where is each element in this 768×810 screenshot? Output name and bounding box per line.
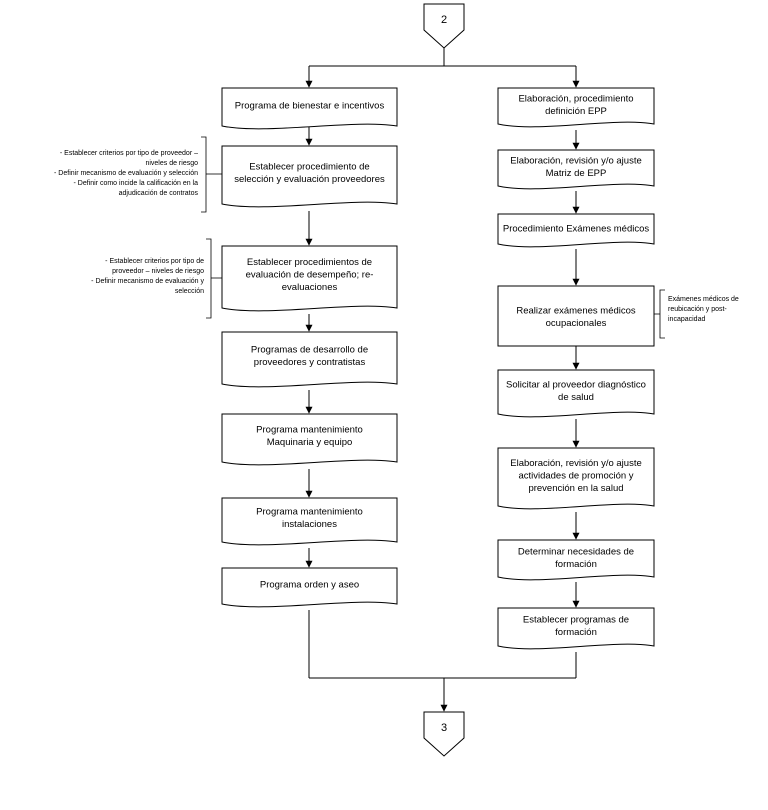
note-line: reubicación y post-: [668, 306, 727, 313]
step-promocion: Elaboración, revisión y/o ajuste activida…: [497, 447, 655, 510]
label-line: Elaboración, procedimiento: [518, 93, 633, 104]
note-line: - Definir como incide la calificación en…: [74, 180, 199, 187]
label-line: evaluaciones: [282, 282, 338, 293]
connector-bottom: 3: [423, 711, 465, 757]
label-line: Elaboración, revisión y/o ajuste: [510, 458, 642, 469]
annotations: - Establecer criterios por tipo de prove…: [54, 136, 739, 339]
step-epp: Elaboración, procedimiento definición EPP: [497, 87, 655, 128]
label-line: Establecer procedimientos de: [247, 257, 372, 268]
left-column: Programa de bienestar e incentivos Estab…: [221, 87, 398, 608]
step-desarrollo: Programas de desarrollo de proveedores y …: [221, 331, 398, 388]
label-line: Realizar exámenes médicos: [516, 305, 636, 316]
step-instalaciones: Programa mantenimiento instalaciones: [221, 497, 398, 546]
label-line: formación: [555, 559, 597, 570]
step-promocion-label: Elaboración, revisión y/o ajuste activida…: [510, 458, 642, 494]
note-line: proveedor – niveles de riesgo: [112, 268, 204, 275]
right-column: Elaboración, procedimiento definición EPP…: [497, 87, 655, 650]
label-line: Programa mantenimiento: [256, 506, 363, 517]
step-orden-label: Programa orden y aseo: [260, 580, 359, 591]
label-line: de salud: [558, 392, 594, 403]
step-seleccion: Establecer procedimiento de selección y e…: [221, 145, 398, 208]
step-diagnostico: Solicitar al proveedor diagnóstico de sal…: [497, 369, 655, 418]
label-line: Programas de desarrollo de: [251, 344, 368, 355]
note-desempeno: - Establecer criterios por tipo de provee…: [91, 238, 222, 319]
step-ocupacionales: Realizar exámenes médicos ocupacionales: [497, 285, 655, 347]
note-line: - Definir mecanismo de evaluación y: [91, 278, 204, 285]
step-desarrollo-label: Programas de desarrollo de proveedores y …: [251, 344, 368, 368]
label-line: actividades de promoción y: [518, 471, 633, 482]
step-necesidades-label: Determinar necesidades de formación: [518, 546, 634, 570]
step-necesidades: Determinar necesidades de formación: [497, 539, 655, 581]
note-line: - Establecer criterios por tipo de: [105, 258, 204, 265]
connector-top: 2: [423, 3, 465, 49]
note-line: incapacidad: [668, 316, 705, 323]
label-line: Solicitar al proveedor diagnóstico: [506, 379, 646, 390]
label-line: ocupacionales: [546, 318, 607, 329]
label-line: Elaboración, revisión y/o ajuste: [510, 155, 642, 166]
label-line: Determinar necesidades de: [518, 546, 634, 557]
step-examenes-label: Procedimiento Exámenes médicos: [503, 224, 650, 235]
note-line: selección: [175, 288, 204, 295]
step-ocupacionales-box: [497, 285, 655, 347]
step-bienestar: Programa de bienestar e incentivos: [221, 87, 398, 130]
label-line: formación: [555, 627, 597, 638]
label-line: Programa mantenimiento: [256, 424, 363, 435]
note-seleccion: - Establecer criterios por tipo de prove…: [54, 136, 222, 213]
note-ocupacionales: Exámenes médicos de reubicación y post-in…: [654, 289, 739, 339]
step-desempeno-label: Establecer procedimientos de evaluación d…: [246, 257, 374, 293]
label-line: prevención en la salud: [528, 483, 623, 494]
step-programas: Establecer programas de formación: [497, 607, 655, 650]
note-line: - Establecer criterios por tipo de prove…: [60, 150, 198, 157]
step-bienestar-label: Programa de bienestar e incentivos: [235, 101, 385, 112]
step-desempeno: Establecer procedimientos de evaluación d…: [221, 245, 398, 312]
label-line: selección y evaluación proveedores: [234, 174, 385, 185]
step-seleccion-label: Establecer procedimiento de selección y e…: [234, 161, 385, 185]
label-line: proveedores y contratistas: [254, 357, 366, 368]
label-line: Establecer programas de: [523, 614, 629, 625]
step-orden: Programa orden y aseo: [221, 567, 398, 608]
note-ocupacionales-text: Exámenes médicos de reubicación y post-in…: [668, 296, 739, 323]
note-line: niveles de riesgo: [145, 160, 198, 167]
step-examenes: Procedimiento Exámenes médicos: [497, 213, 655, 248]
step-instalaciones-label: Programa mantenimiento instalaciones: [256, 506, 363, 530]
step-epp-label: Elaboración, procedimiento definición EPP: [518, 93, 633, 117]
label-line: Programa orden y aseo: [260, 580, 359, 591]
label-line: Establecer procedimiento de: [249, 161, 369, 172]
note-desempeno-text: - Establecer criterios por tipo de provee…: [91, 258, 204, 295]
step-ocupacionales-label: Realizar exámenes médicos ocupacionales: [516, 305, 636, 329]
connector-bottom-label: 3: [441, 722, 447, 734]
note-line: Exámenes médicos de: [668, 296, 739, 303]
connector-lines: [305, 48, 580, 712]
label-line: Programa de bienestar e incentivos: [235, 101, 385, 112]
note-line: - Definir mecanismo de evaluación y sele…: [54, 170, 198, 177]
label-line: Maquinaria y equipo: [267, 437, 353, 448]
label-line: Procedimiento Exámenes médicos: [503, 224, 650, 235]
connector-top-label: 2: [441, 14, 447, 26]
note-line: adjudicación de contratos: [119, 190, 199, 197]
label-line: instalaciones: [282, 519, 337, 530]
label-line: evaluación de desempeño; re-: [246, 270, 374, 281]
label-line: definición EPP: [545, 106, 607, 117]
step-diagnostico-label: Solicitar al proveedor diagnóstico de sal…: [506, 379, 646, 403]
note-seleccion-text: - Establecer criterios por tipo de prove…: [54, 150, 198, 197]
step-programas-label: Establecer programas de formación: [523, 614, 629, 638]
label-line: Matriz de EPP: [546, 168, 607, 179]
